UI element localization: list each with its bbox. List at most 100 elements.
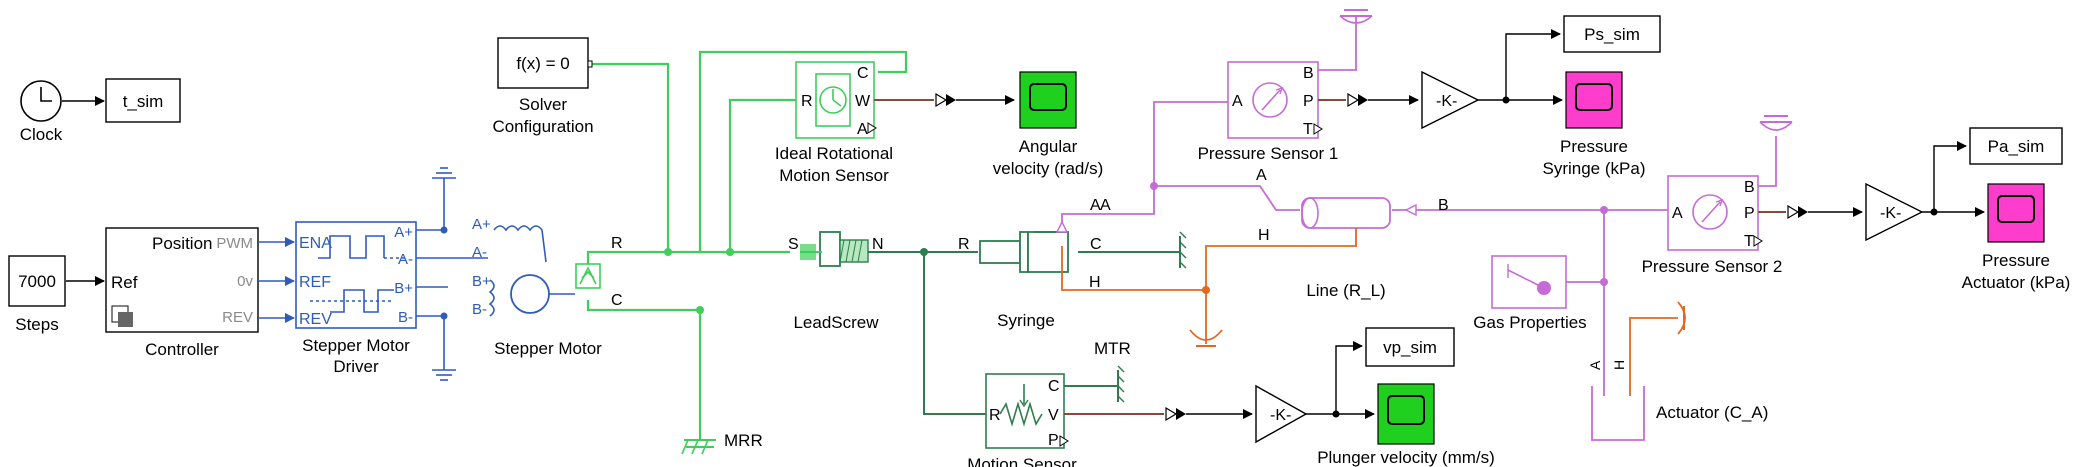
electrical-wires bbox=[258, 167, 488, 381]
syringe-r-port: R bbox=[958, 236, 970, 253]
steps-label: Steps bbox=[15, 315, 58, 334]
line-rl-label: Line (R_L) bbox=[1306, 281, 1385, 300]
gain-block-plunger[interactable]: -K- bbox=[1255, 384, 1308, 444]
converter-c-port: C bbox=[611, 292, 623, 309]
motion-sensor-v-port: V bbox=[1048, 407, 1059, 424]
t-sim-block[interactable]: t_sim bbox=[105, 78, 181, 123]
stepper-motor-label: Stepper Motor bbox=[494, 339, 602, 358]
actuator-h-port: H bbox=[1611, 360, 1627, 370]
stepper-motor-block[interactable]: A+ A- B+ B- Stepper Motor bbox=[472, 216, 602, 358]
motion-sensor-r-port: R bbox=[989, 407, 1001, 424]
solver-configuration-block[interactable]: f(x) = 0 Solver Configuration bbox=[492, 37, 594, 136]
stepper-motor-driver-block[interactable]: ENA REF REV A+ A- B+ B- Stepper Motor Dr… bbox=[295, 221, 417, 376]
solver-label-line1: Solver bbox=[519, 95, 568, 114]
syringe-a-port: A bbox=[1090, 197, 1101, 214]
subsystem-icon bbox=[111, 305, 133, 327]
clock-block[interactable]: Clock bbox=[20, 80, 63, 144]
ps2-t-port: T bbox=[1744, 233, 1754, 250]
angular-velocity-scope[interactable]: Angular velocity (rad/s) bbox=[993, 71, 1104, 178]
solver-fx-text: f(x) = 0 bbox=[516, 54, 569, 73]
driver-a-minus-port: A- bbox=[398, 251, 413, 268]
driver-a-plus-port: A+ bbox=[394, 224, 413, 241]
plunger-label: Plunger velocity (mm/s) bbox=[1317, 448, 1495, 467]
motor-a-minus-port: A- bbox=[472, 244, 487, 261]
vp-sim-label: vp_sim bbox=[1383, 338, 1437, 357]
mechanical-rotational-reference[interactable]: MRR bbox=[681, 431, 763, 455]
t-sim-label: t_sim bbox=[123, 92, 164, 111]
pressure-sensor-1-label: Pressure Sensor 1 bbox=[1198, 144, 1339, 163]
gain-label: -K- bbox=[1436, 93, 1457, 110]
gain-block-actuator[interactable]: -K- bbox=[1865, 182, 1924, 242]
gas-reference-cap bbox=[1759, 115, 1793, 131]
syringe-block[interactable]: R C H A Syringe bbox=[958, 197, 1102, 330]
leadscrew-s-port: S bbox=[788, 236, 799, 253]
controller-rev-port: REV bbox=[222, 309, 253, 326]
line-h-port: H bbox=[1258, 227, 1270, 244]
pressure-sensor-1-block[interactable]: A B P T Pressure Sensor 1 bbox=[1198, 61, 1339, 163]
actuator-label: Actuator (C_A) bbox=[1656, 403, 1768, 422]
syringe-c-port: C bbox=[1090, 236, 1102, 253]
ideal-rot-label-line1: Ideal Rotational bbox=[775, 144, 893, 163]
driver-rev-port: REV bbox=[299, 311, 332, 328]
motion-sensor-c-port: C bbox=[1048, 378, 1060, 395]
actuator-a-port: A bbox=[1587, 360, 1603, 370]
controller-label: Controller bbox=[145, 340, 219, 359]
mtr-reference[interactable]: MTR bbox=[1064, 339, 1131, 403]
gas-reference-cap bbox=[1339, 9, 1373, 24]
gain-block-syringe[interactable]: -K- bbox=[1421, 70, 1480, 130]
leadscrew-n-port: N bbox=[872, 236, 884, 253]
angular-label-line2: velocity (rad/s) bbox=[993, 159, 1104, 178]
pressure-syringe-scope[interactable]: Pressure Syringe (kPa) bbox=[1543, 71, 1646, 178]
steps-value: 7000 bbox=[18, 272, 56, 291]
ps1-a-port: A bbox=[1232, 93, 1243, 110]
mrr-label: MRR bbox=[724, 431, 763, 450]
ideal-rotational-motion-sensor-block[interactable]: R C W A Ideal Rotational Motion Sensor bbox=[775, 61, 893, 185]
motor-a-plus-port: A+ bbox=[472, 216, 491, 233]
leadscrew-block[interactable]: S N LeadScrew bbox=[788, 231, 884, 332]
driver-b-plus-port: B+ bbox=[394, 280, 413, 297]
ps2-a-port: A bbox=[1672, 205, 1683, 222]
pressure-sensor-2-block[interactable]: A B P T Pressure Sensor 2 bbox=[1642, 175, 1783, 276]
pressure-actuator-label-line1: Pressure bbox=[1982, 251, 2050, 270]
gain-label: -K- bbox=[1880, 205, 1901, 222]
rotational-mechanical-converter[interactable]: R C bbox=[575, 235, 623, 309]
syringe-label: Syringe bbox=[997, 311, 1055, 330]
mechanical-translational-reference[interactable] bbox=[1179, 231, 1187, 269]
ps-sim-block[interactable]: Ps_sim bbox=[1563, 15, 1661, 53]
ps1-b-port: B bbox=[1303, 65, 1314, 82]
pressure-sensor-2-label: Pressure Sensor 2 bbox=[1642, 257, 1783, 276]
driver-ref-port: REF bbox=[299, 274, 331, 291]
sensor-w-port: W bbox=[855, 93, 871, 110]
gas-properties-block[interactable]: Gas Properties bbox=[1473, 255, 1587, 332]
clock-label: Clock bbox=[20, 125, 63, 144]
solver-label-line2: Configuration bbox=[492, 117, 593, 136]
sensor-r-port: R bbox=[801, 93, 813, 110]
rotor-icon bbox=[510, 274, 550, 314]
ps2-b-port: B bbox=[1744, 179, 1755, 196]
controller-block[interactable]: Position Ref PWM 0v REV Controller bbox=[105, 227, 259, 359]
thermal-connections bbox=[1061, 228, 1678, 396]
line-rl-block[interactable]: H Line (R_L) bbox=[1258, 197, 1417, 300]
angular-label-line1: Angular bbox=[1019, 137, 1078, 156]
pressure-actuator-scope[interactable]: Pressure Actuator (kPa) bbox=[1962, 183, 2071, 292]
pa-sim-label: Pa_sim bbox=[1988, 137, 2045, 156]
ideal-rot-label-line2: Motion Sensor bbox=[779, 166, 889, 185]
coil-icon bbox=[488, 279, 495, 317]
pressure-syringe-label-line2: Syringe (kPa) bbox=[1543, 159, 1646, 178]
driver-label-line2: Driver bbox=[333, 357, 379, 376]
motion-sensor-block[interactable]: R C V P Motion Sensor bbox=[967, 373, 1077, 467]
syringe-h-port: H bbox=[1089, 274, 1101, 291]
pressure-actuator-label-line2: Actuator (kPa) bbox=[1962, 273, 2071, 292]
pressure-syringe-label-line1: Pressure bbox=[1560, 137, 1628, 156]
converter-r-port: R bbox=[611, 235, 623, 252]
ps1-p-port: P bbox=[1303, 93, 1314, 110]
actuator-block[interactable]: A H Actuator (C_A) bbox=[1587, 360, 1768, 441]
motion-sensor-p-port: P bbox=[1048, 432, 1059, 449]
steps-block[interactable]: 7000 Steps bbox=[8, 255, 66, 334]
controller-ref-port: Ref bbox=[111, 273, 138, 292]
pa-sim-block[interactable]: Pa_sim bbox=[1969, 127, 2063, 165]
motor-b-minus-port: B- bbox=[472, 301, 487, 318]
vp-sim-block[interactable]: vp_sim bbox=[1365, 327, 1455, 367]
driver-ena-port: ENA bbox=[299, 235, 332, 252]
plunger-velocity-scope[interactable]: Plunger velocity (mm/s) bbox=[1317, 383, 1495, 467]
